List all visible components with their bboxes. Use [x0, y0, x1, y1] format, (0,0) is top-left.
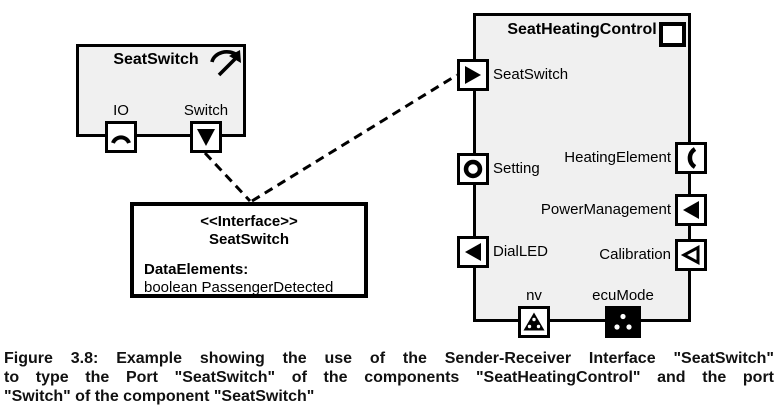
switch-port-label: Switch	[183, 102, 229, 119]
calibration-port-icon	[680, 244, 700, 266]
seatswitch-receiver-port	[457, 59, 489, 91]
seatheatingcontrol-component-box	[473, 13, 691, 322]
io-port-label: IO	[113, 102, 129, 119]
interface-box: <<Interface>> SeatSwitch DataElements: b…	[130, 202, 368, 298]
interface-name: SeatSwitch	[208, 231, 290, 248]
interface-stereotype: <<Interface>>	[200, 213, 298, 230]
connector-seatswitchport-to-interface	[251, 73, 458, 203]
nv-port-icon	[523, 312, 545, 331]
connector-switch-to-interface	[203, 151, 252, 203]
caption-line-2: to type the Port "SeatSwitch" of the com…	[4, 369, 774, 386]
setting-port	[457, 153, 489, 185]
nv-port-label: nv	[526, 287, 542, 304]
caption-line-3: "Switch" of the component "SeatSwitch"	[4, 388, 315, 405]
sender-port-icon	[197, 129, 215, 146]
powermanagement-port	[675, 194, 707, 226]
switch-sender-port	[190, 121, 222, 153]
receiver-port-icon	[465, 66, 481, 84]
calibration-port-label: Calibration	[599, 246, 671, 263]
heatingelement-port-label: HeatingElement	[564, 149, 671, 166]
powermanagement-port-icon	[683, 201, 699, 219]
interface-dataelement-entry: boolean PassengerDetected	[144, 279, 334, 296]
setting-port-icon	[463, 159, 483, 179]
ecumode-port-label: ecuMode	[592, 287, 654, 304]
setting-port-label: Setting	[493, 160, 540, 177]
ecumode-port-icon	[608, 309, 638, 335]
heatingelement-port-icon	[687, 147, 697, 169]
component-arrow-icon	[210, 50, 241, 77]
nv-port	[518, 306, 550, 338]
caption-line-1: Figure 3.8: Example showing the use of t…	[4, 350, 774, 367]
ecumode-port	[605, 306, 641, 338]
io-port-icon	[111, 135, 131, 144]
dialled-port-icon	[465, 243, 481, 261]
dialled-port-label: DialLED	[493, 243, 549, 260]
powermanagement-port-label: PowerManagement	[540, 201, 671, 218]
seatheatingcontrol-component-title: SeatHeatingControl	[507, 21, 657, 38]
dialled-port	[457, 236, 489, 268]
io-port	[105, 121, 137, 153]
interface-dataelements-header: DataElements:	[144, 261, 249, 278]
class-square-icon	[659, 22, 686, 47]
seatswitch-port-label: SeatSwitch	[493, 66, 569, 83]
seatswitch-component-title: SeatSwitch	[113, 51, 199, 68]
calibration-port	[675, 239, 707, 271]
figure-caption: Figure 3.8: Example showing the use of t…	[4, 349, 774, 406]
heatingelement-port	[675, 142, 707, 174]
